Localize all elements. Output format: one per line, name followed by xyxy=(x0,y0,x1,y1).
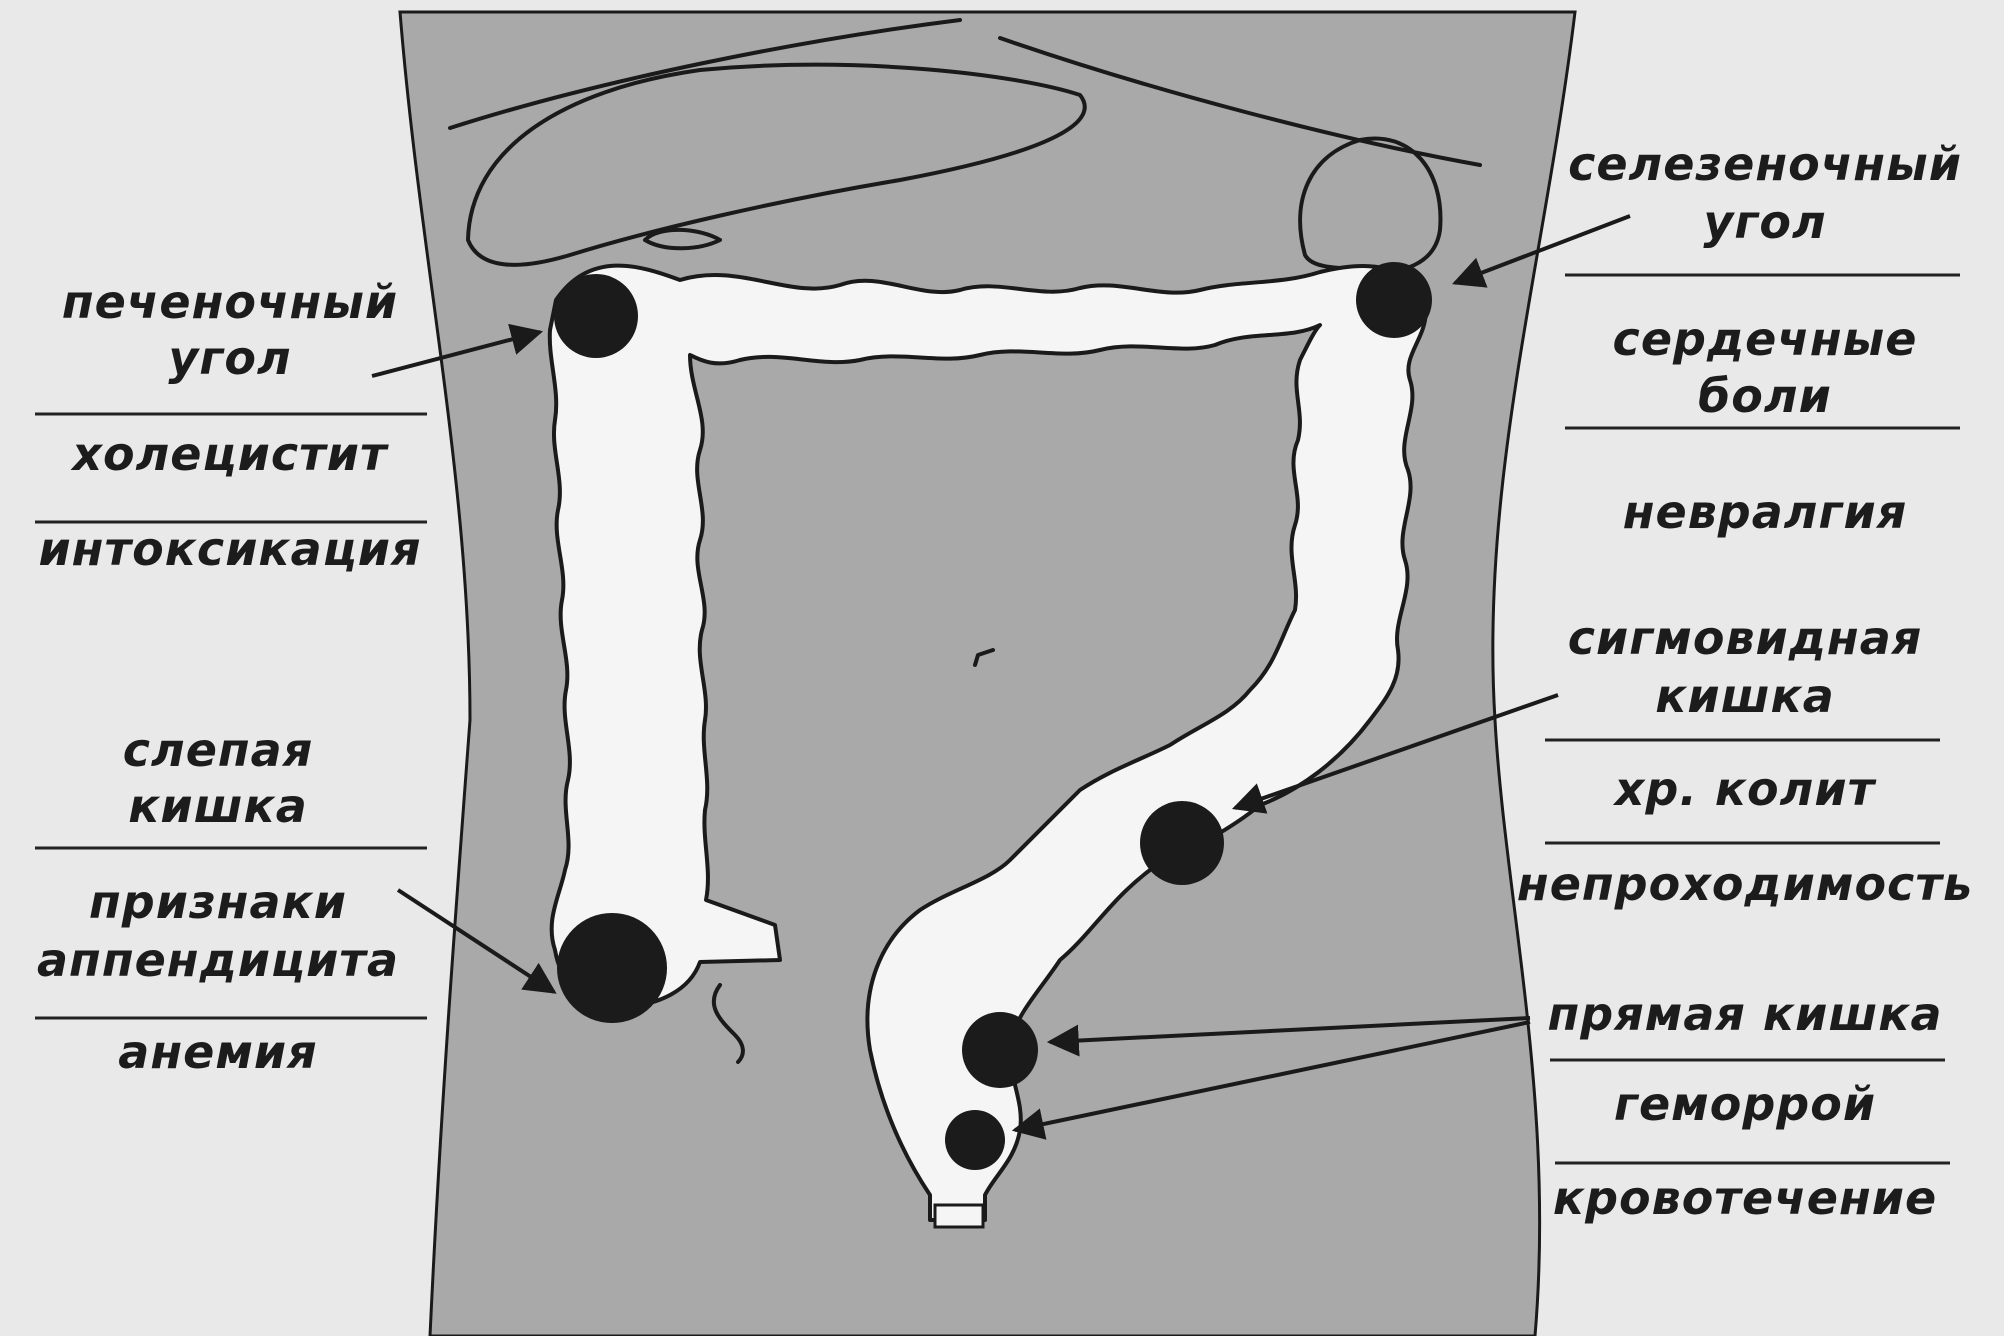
label-heart-pain-1: сердечные xyxy=(1613,312,1918,366)
label-splenic-flexure-2: угол xyxy=(1703,195,1826,249)
label-cecum-1: слепая xyxy=(123,723,314,777)
label-appendicitis-1: признаки xyxy=(89,875,347,929)
spot-rectum xyxy=(962,1012,1038,1088)
spot-splenic-flexure xyxy=(1356,262,1432,338)
anus-ring xyxy=(935,1205,983,1227)
label-bleeding: кровотечение xyxy=(1553,1171,1937,1225)
label-hemorrhoids: геморрой xyxy=(1614,1077,1876,1131)
spot-hemorrhoids xyxy=(945,1110,1005,1170)
spot-cecum xyxy=(557,913,667,1023)
label-appendicitis-2: аппендицита xyxy=(37,933,399,987)
label-heart-pain-2: боли xyxy=(1698,369,1832,423)
label-splenic-flexure-1: селезеночный xyxy=(1568,137,1962,191)
label-hepatic-flexure-1: печеночный xyxy=(62,275,398,329)
label-intoxication: интоксикация xyxy=(38,522,421,576)
label-hepatic-flexure-2: угол xyxy=(168,331,291,385)
label-rectum: прямая кишка xyxy=(1547,987,1942,1041)
label-anemia: анемия xyxy=(118,1025,317,1079)
spot-sigmoid xyxy=(1140,801,1224,885)
label-chronic-colitis: хр. колит xyxy=(1613,762,1877,816)
label-cholecystitis: холецистит xyxy=(70,427,389,481)
label-sigmoid-2: кишка xyxy=(1655,669,1835,723)
label-neuralgia: невралгия xyxy=(1623,485,1908,539)
label-obstruction: непроходимость xyxy=(1517,857,1973,911)
label-cecum-2: кишка xyxy=(128,779,308,833)
label-sigmoid-1: сигмовидная xyxy=(1568,611,1923,665)
spot-hepatic-flexure xyxy=(554,274,638,358)
